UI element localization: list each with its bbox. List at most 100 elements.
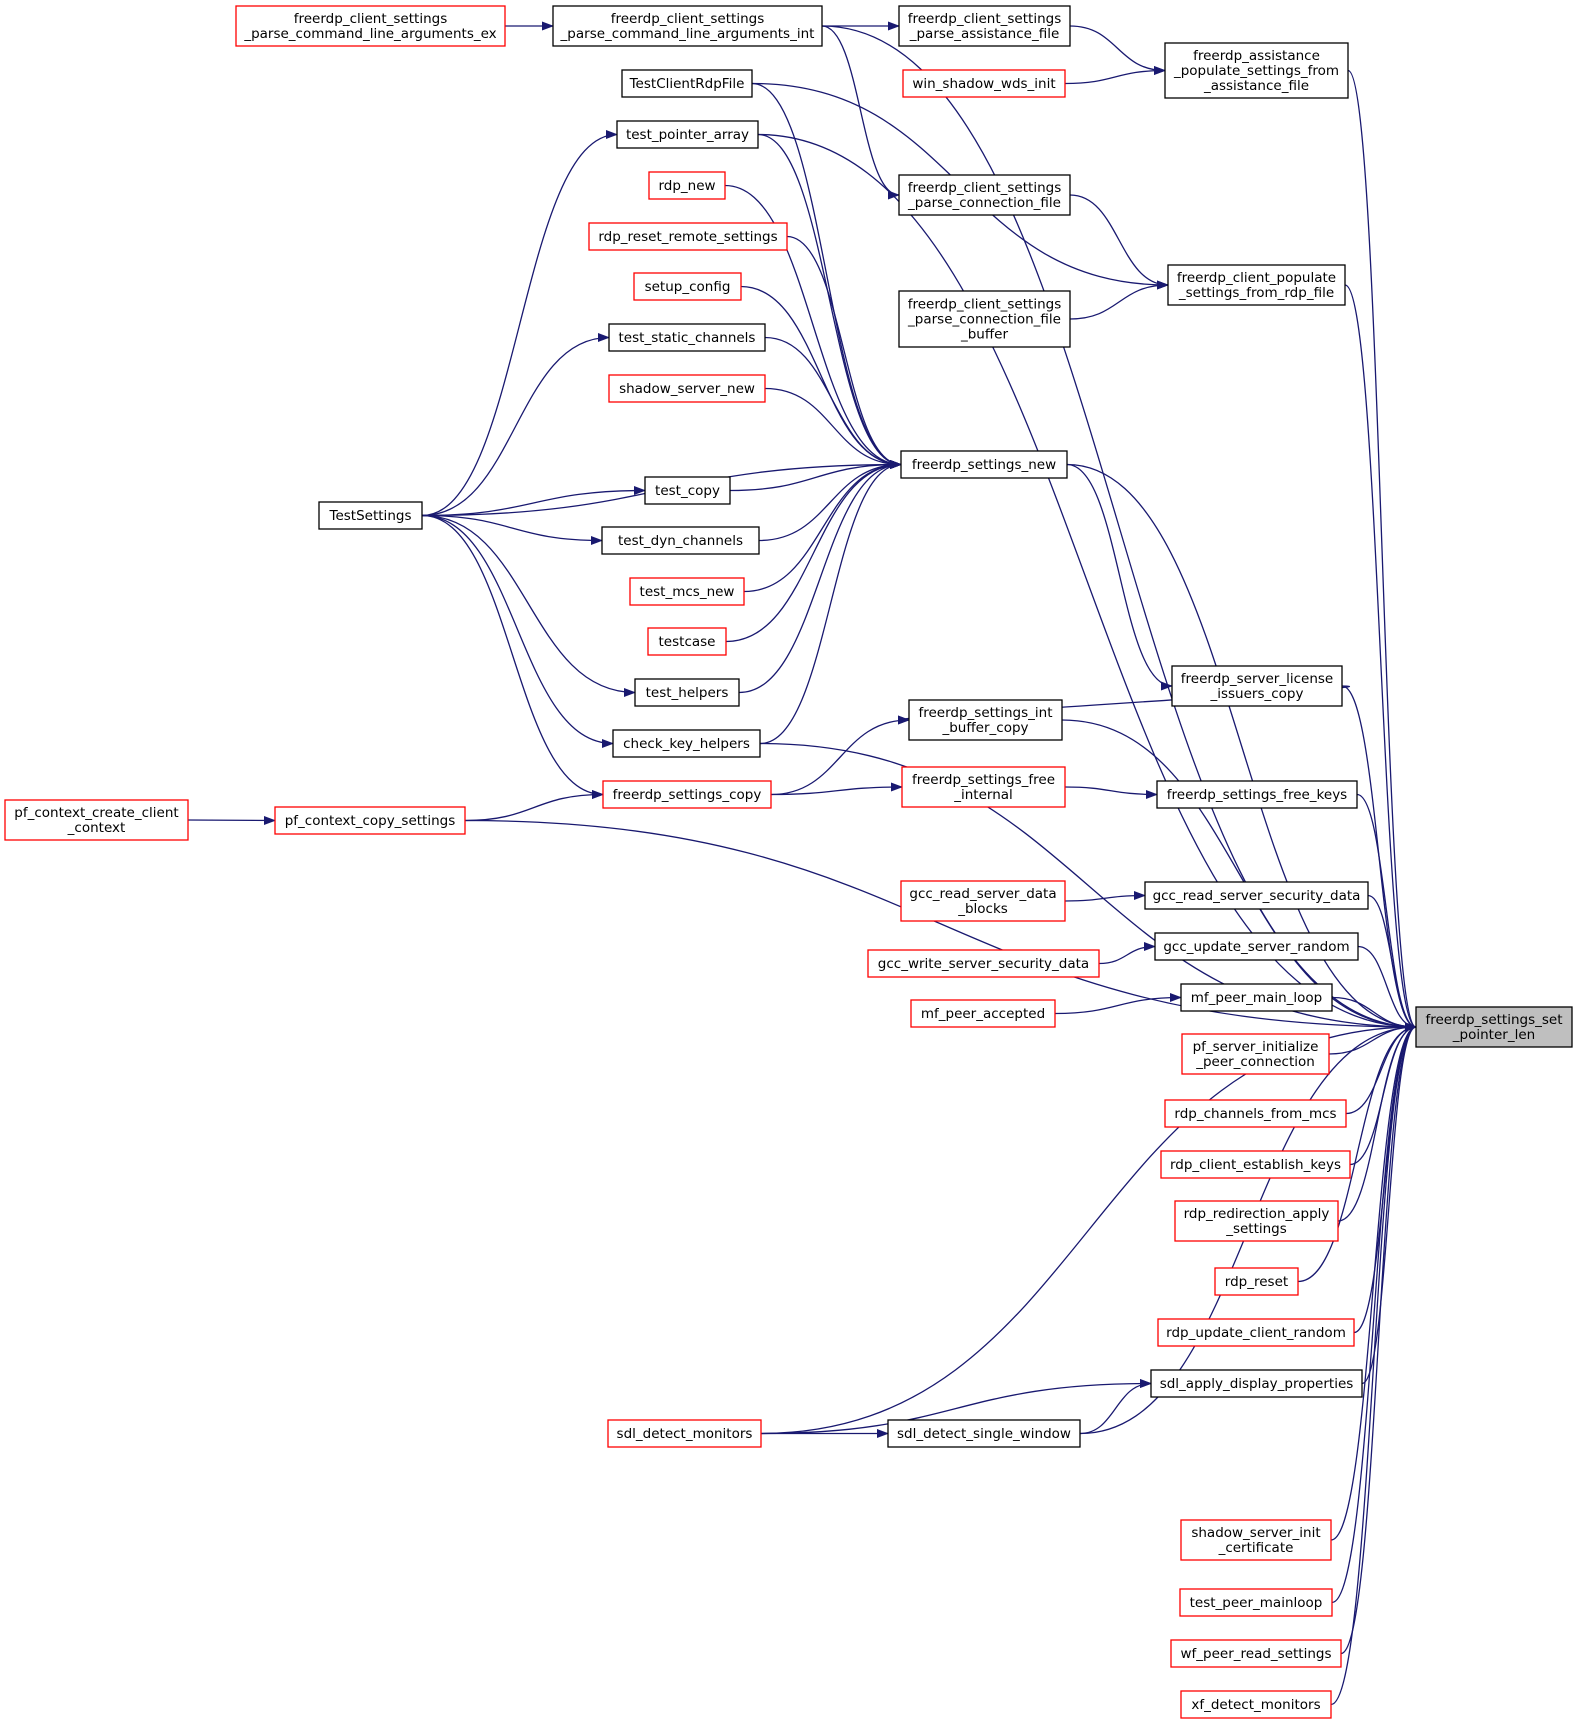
node-pop_rdp-label-0: freerdp_client_populate — [1177, 270, 1336, 286]
edge-pconn-to-pop_rdp — [1069, 194, 1169, 290]
node-thelp[interactable]: test_helpers — [634, 678, 740, 707]
node-ssic-label-0: shadow_server_init — [1191, 1525, 1320, 1541]
node-pfsipc[interactable]: pf_server_initialize_peer_connection — [1181, 1033, 1330, 1075]
node-mfpml[interactable]: mf_peer_main_loop — [1180, 983, 1333, 1012]
node-rdp_new-label-0: rdp_new — [658, 178, 715, 194]
node-sadp[interactable]: sdl_apply_display_properties — [1150, 1369, 1363, 1398]
node-rras[interactable]: rdp_redirection_apply_settings — [1174, 1200, 1339, 1242]
node-assist_pop[interactable]: freerdp_assistance_populate_settings_fro… — [1164, 42, 1349, 99]
node-tpm[interactable]: test_peer_mainloop — [1179, 1588, 1333, 1617]
node-rdp_new-box — [648, 171, 726, 200]
node-gccrsdb-label-1: _blocks — [957, 901, 1008, 917]
node-tmcs-label-0: test_mcs_new — [640, 584, 735, 600]
node-tcopy[interactable]: test_copy — [644, 476, 731, 505]
node-wfprs[interactable]: wf_peer_read_settings — [1170, 1639, 1342, 1668]
node-tmcs[interactable]: test_mcs_new — [629, 577, 745, 606]
node-mfpa[interactable]: mf_peer_accepted — [910, 999, 1056, 1028]
node-fsfi[interactable]: freerdp_settings_free_internal — [901, 766, 1066, 808]
edge-rdp_new-to-fsn — [724, 184, 902, 469]
node-assist_pop-box — [1164, 42, 1349, 99]
node-gccrsdb[interactable]: gcc_read_server_data_blocks — [900, 880, 1066, 922]
node-pfcc[interactable]: pf_context_create_client_context — [4, 799, 189, 841]
edge-fsibc-to-root — [1061, 719, 1417, 1032]
node-xfdm[interactable]: xf_detect_monitors — [1180, 1690, 1332, 1719]
node-fscopy[interactable]: freerdp_settings_copy — [602, 780, 772, 809]
node-ssn-label-0: shadow_server_new — [619, 381, 755, 397]
node-pop_rdp-label-1: _settings_from_rdp_file — [1178, 285, 1334, 301]
node-fsn[interactable]: freerdp_settings_new — [900, 450, 1068, 479]
node-tpa[interactable]: test_pointer_array — [616, 120, 759, 149]
edge-tcopy-to-fsn — [729, 460, 902, 492]
node-fsfi-label-0: freerdp_settings_free — [912, 772, 1055, 788]
node-rras-box — [1174, 1200, 1339, 1242]
node-assist_pop-label-2: _assistance_file — [1203, 78, 1309, 94]
node-fslic-box — [1171, 665, 1343, 707]
node-tdyn[interactable]: test_dyn_channels — [601, 526, 760, 555]
edge-ts-to-tpa — [421, 130, 618, 517]
node-gccwssd[interactable]: gcc_write_server_security_data — [867, 949, 1100, 978]
edge-mfpml-to-root — [1331, 996, 1417, 1032]
node-cla_int[interactable]: freerdp_client_settings_parse_command_li… — [552, 5, 823, 47]
node-ts-box — [318, 501, 423, 530]
node-rrrs[interactable]: rdp_reset_remote_settings — [588, 222, 788, 251]
edge-tdyn-to-fsn — [758, 460, 902, 542]
node-ssic[interactable]: shadow_server_init_certificate — [1180, 1519, 1332, 1561]
node-ts[interactable]: TestSettings — [318, 501, 423, 530]
edge-ts-to-tsc — [421, 333, 610, 517]
node-cla_int-label-1: _parse_command_line_arguments_int — [560, 26, 815, 42]
node-wfprs-box — [1170, 1639, 1342, 1668]
node-tsc[interactable]: test_static_channels — [608, 323, 766, 352]
node-pass_file-box — [898, 5, 1071, 47]
node-pfcs[interactable]: pf_context_copy_settings — [274, 806, 466, 835]
node-rdp_new[interactable]: rdp_new — [648, 171, 726, 200]
node-pass_file[interactable]: freerdp_client_settings_parse_assistance… — [898, 5, 1071, 47]
edge-pconnbuf-to-pop_rdp — [1069, 280, 1169, 320]
node-gccusr[interactable]: gcc_update_server_random — [1154, 932, 1359, 961]
edge-rras-to-root — [1337, 1022, 1417, 1222]
node-gccwssd-label-0: gcc_write_server_security_data — [878, 956, 1089, 972]
node-fslic[interactable]: freerdp_server_license_issuers_copy — [1171, 665, 1343, 707]
node-ckh[interactable]: check_key_helpers — [612, 729, 761, 758]
edge-ssn-to-fsn — [764, 387, 902, 469]
node-thelp-label-0: test_helpers — [646, 685, 729, 701]
edge-pfcs-to-root — [464, 819, 1417, 1032]
node-pconnbuf-box — [898, 290, 1071, 348]
node-ssn[interactable]: shadow_server_new — [608, 374, 766, 403]
node-sdm[interactable]: sdl_detect_monitors — [607, 1419, 762, 1448]
node-gccrssd[interactable]: gcc_read_server_security_data — [1144, 881, 1369, 910]
node-rucr[interactable]: rdp_update_client_random — [1157, 1318, 1355, 1347]
node-assist_pop-label-0: freerdp_assistance — [1193, 48, 1320, 64]
node-setup_config[interactable]: setup_config — [633, 272, 742, 301]
node-rcek[interactable]: rdp_client_establish_keys — [1160, 1150, 1351, 1179]
edge-pfcc-to-pfcs — [187, 815, 276, 825]
node-testcase[interactable]: testcase — [647, 627, 727, 656]
node-xfdm-box — [1180, 1690, 1332, 1719]
node-tcrdp[interactable]: TestClientRdpFile — [621, 69, 753, 98]
node-rreset[interactable]: rdp_reset — [1214, 1267, 1299, 1296]
node-rcfm[interactable]: rdp_channels_from_mcs — [1164, 1099, 1347, 1128]
node-win_shadow[interactable]: win_shadow_wds_init — [902, 69, 1066, 98]
node-fsfk[interactable]: freerdp_settings_free_keys — [1156, 780, 1358, 809]
node-root[interactable]: freerdp_settings_set_pointer_len — [1415, 1006, 1573, 1048]
node-fsfi-box — [901, 766, 1066, 808]
node-pconn-label-1: _parse_connection_file — [907, 195, 1061, 211]
node-sdsw-box — [887, 1419, 1081, 1448]
node-fsfk-label-0: freerdp_settings_free_keys — [1167, 787, 1347, 803]
node-pconn[interactable]: freerdp_client_settings_parse_connection… — [898, 174, 1071, 216]
edge-mfpa-to-mfpml — [1054, 993, 1182, 1015]
node-pfsipc-box — [1181, 1033, 1330, 1075]
edge-fscopy-to-fsibc — [770, 715, 910, 796]
node-pconn-label-0: freerdp_client_settings — [908, 180, 1061, 196]
node-cla_ex[interactable]: freerdp_client_settings_parse_command_li… — [235, 5, 506, 47]
node-fsn-label-0: freerdp_settings_new — [912, 457, 1056, 473]
node-sdsw[interactable]: sdl_detect_single_window — [887, 1419, 1081, 1448]
node-fsibc[interactable]: freerdp_settings_int_buffer_copy — [908, 699, 1063, 741]
node-pfcs-box — [274, 806, 466, 835]
node-pconnbuf[interactable]: freerdp_client_settings_parse_connection… — [898, 290, 1071, 348]
node-tcopy-label-0: test_copy — [655, 483, 720, 499]
node-sdsw-label-0: sdl_detect_single_window — [897, 1426, 1071, 1442]
node-rucr-label-0: rdp_update_client_random — [1166, 1325, 1346, 1341]
node-pop_rdp[interactable]: freerdp_client_populate_settings_from_rd… — [1167, 264, 1346, 306]
node-cla_ex-label-0: freerdp_client_settings — [294, 11, 447, 27]
node-rcfm-label-0: rdp_channels_from_mcs — [1174, 1106, 1336, 1122]
